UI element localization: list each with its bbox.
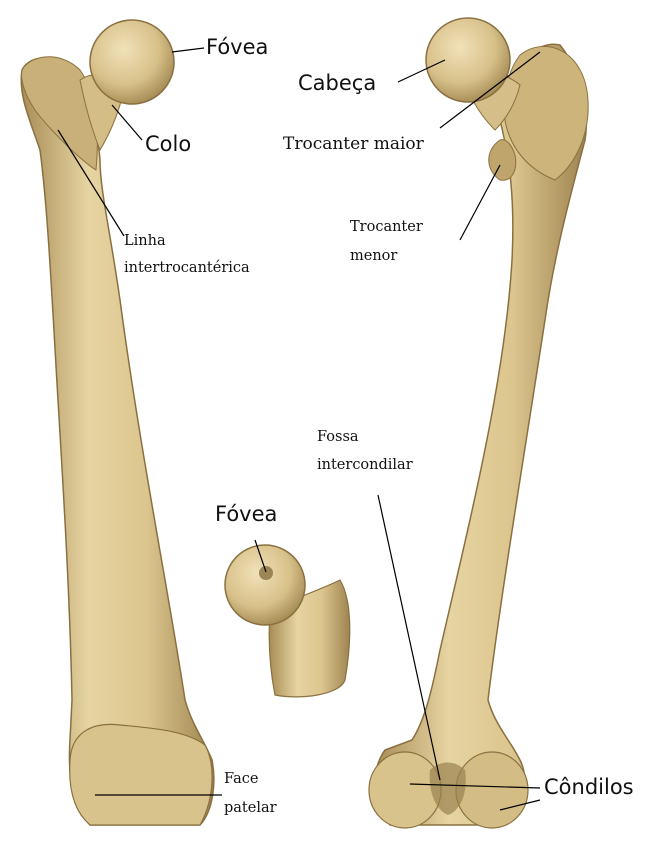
left-femur-head xyxy=(89,19,175,105)
leader-condilos-1 xyxy=(409,783,541,789)
right-lesser-trochanter xyxy=(488,139,517,181)
inset-femur-head xyxy=(224,544,351,698)
leader-linha xyxy=(57,129,125,237)
leader-trocanter-menor xyxy=(459,164,501,241)
label-colo: Colo xyxy=(145,132,192,156)
label-linha-line2: intertrocantérica xyxy=(124,260,250,276)
leader-condilos-2 xyxy=(499,799,541,811)
label-trocanter-maior: Trocanter maior xyxy=(283,134,424,154)
label-trocanter-menor-line1: Trocanter xyxy=(350,219,423,235)
label-fossa-line1: Fossa xyxy=(317,429,359,445)
label-trocanter-menor-line2: menor xyxy=(350,248,398,264)
left-femur xyxy=(20,19,215,826)
leader-cabeca xyxy=(397,59,446,83)
blank-patch xyxy=(175,168,247,210)
right-lateral-condyle xyxy=(455,751,529,829)
left-femur-condyles xyxy=(69,723,213,826)
label-fossa-line2: intercondilar xyxy=(317,457,413,473)
label-cabeca: Cabeça xyxy=(298,71,377,95)
leader-lines xyxy=(57,47,541,811)
label-face-line2: patelar xyxy=(224,800,277,816)
inset-head-sphere xyxy=(224,544,306,626)
leader-trocanter-maior xyxy=(439,51,541,129)
right-medial-condyle xyxy=(368,751,442,829)
label-fovea-inset: Fóvea xyxy=(215,502,278,526)
blank-patch xyxy=(235,290,325,326)
leader-fovea-top xyxy=(171,47,205,53)
label-fovea-top: Fóvea xyxy=(206,35,269,59)
right-femur-head xyxy=(425,17,511,103)
leader-fovea-inset xyxy=(254,539,267,573)
leader-fossa xyxy=(377,494,441,781)
blank-patch xyxy=(240,78,300,116)
left-greater-trochanter xyxy=(21,56,98,171)
leader-colo xyxy=(111,104,143,141)
label-linha-line1: Linha xyxy=(124,233,166,249)
label-face-line1: Face xyxy=(224,771,259,787)
label-condilos: Côndilos xyxy=(544,775,634,799)
inset-fovea-pit xyxy=(259,566,273,580)
left-femur-shaft xyxy=(20,57,215,826)
blank-patch xyxy=(212,325,387,535)
